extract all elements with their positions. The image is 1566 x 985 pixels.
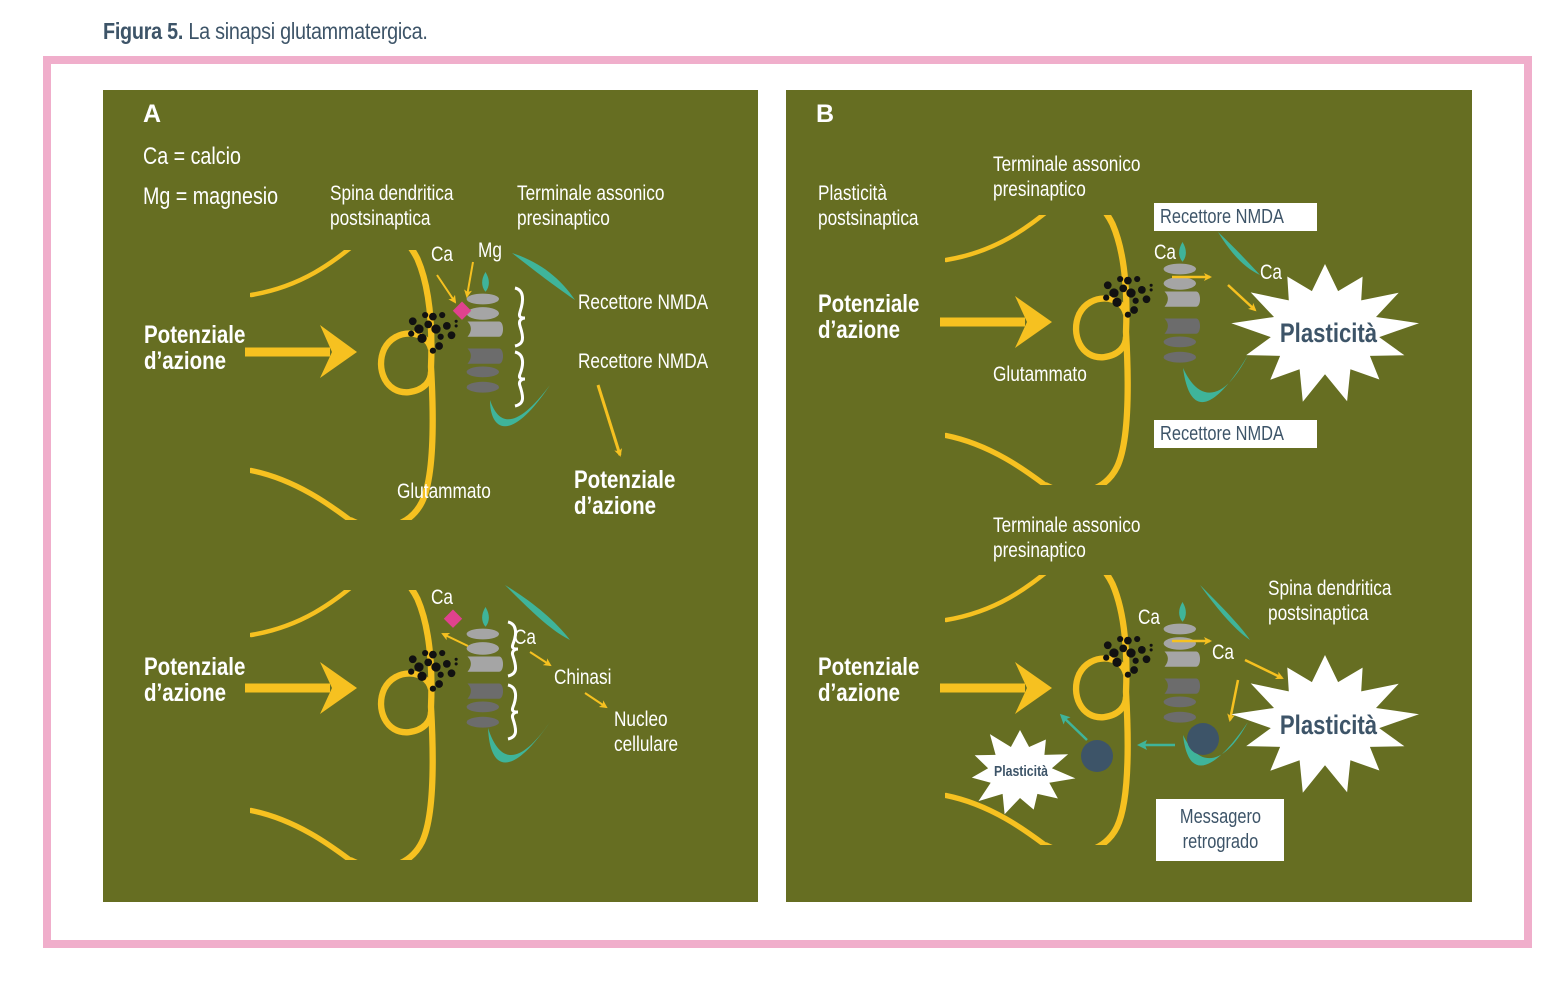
bracket-receptor-1 — [514, 286, 526, 348]
mg-arrow — [464, 261, 474, 298]
label-nmda-receptor-1: Recettore NMDA — [578, 291, 709, 314]
label-mg: Mg — [478, 239, 502, 262]
ca-arrow — [436, 274, 457, 304]
action-arrow-head — [320, 325, 357, 378]
panel-b-bottom-synapse — [940, 557, 1419, 852]
bracket-receptor-2 — [514, 350, 526, 408]
retrograde-messenger-molecule — [1187, 723, 1219, 755]
label-glutamate: Glutammato — [993, 363, 1087, 386]
label-glutamate: Glutammato — [397, 480, 491, 503]
label-ca: Ca — [1154, 241, 1177, 264]
figure-caption: Figura 5. La sinapsi glutammatergica. — [103, 18, 428, 45]
legend-magnesium: Mg = magnesio — [143, 183, 279, 210]
ca-to-kinase-arrow — [529, 651, 552, 667]
label-plasticity: Plasticità — [1279, 710, 1378, 740]
label-ca: Ca — [431, 243, 454, 266]
label-ca: Ca — [1138, 606, 1161, 629]
panel-b-top-synapse — [940, 197, 1419, 492]
panel-a-bottom-synapse — [245, 585, 608, 867]
label-ca: Ca — [1260, 261, 1283, 284]
label-plasticity-small: Plasticità — [993, 763, 1049, 780]
label-nmda-receptor-top: Recettore NMDA — [1154, 203, 1318, 231]
figure-title: La sinapsi glutammatergica. — [188, 18, 428, 44]
teal-membrane-bottom — [490, 385, 550, 427]
kinase-to-nucleus-arrow — [584, 692, 608, 709]
retrograde-messenger-molecule — [1081, 740, 1113, 772]
label-plasticity: Plasticità — [1279, 318, 1378, 348]
panel-a-letter: A — [143, 100, 162, 128]
plasticity-burst — [1231, 264, 1419, 402]
nmda-receptor-icon — [466, 272, 504, 393]
label-ca: Ca — [1212, 641, 1235, 664]
label-nmda-receptor-bottom: Recettore NMDA — [1154, 420, 1318, 448]
teal-membrane-top — [512, 253, 575, 300]
label-nmda-receptor-2: Recettore NMDA — [578, 350, 709, 373]
figure-number: Figura 5. — [103, 18, 184, 44]
calcium-ion-icon — [443, 609, 463, 628]
retrograde-arrow — [1059, 713, 1088, 741]
label-retrograde-messenger: Messagero retrogrado — [1156, 799, 1284, 861]
plasticity-burst-small — [971, 730, 1076, 815]
panel-b-letter: B — [816, 100, 835, 128]
calcium-ion-icon — [452, 301, 472, 320]
output-arrow — [596, 384, 623, 457]
legend-calcium: Ca = calcio — [143, 143, 241, 170]
label-ca: Ca — [431, 586, 454, 609]
panel-a-top-synapse — [245, 232, 623, 527]
label-ca: Ca — [514, 626, 537, 649]
plasticity-burst — [1231, 655, 1419, 793]
label-kinase: Chinasi — [554, 666, 612, 689]
